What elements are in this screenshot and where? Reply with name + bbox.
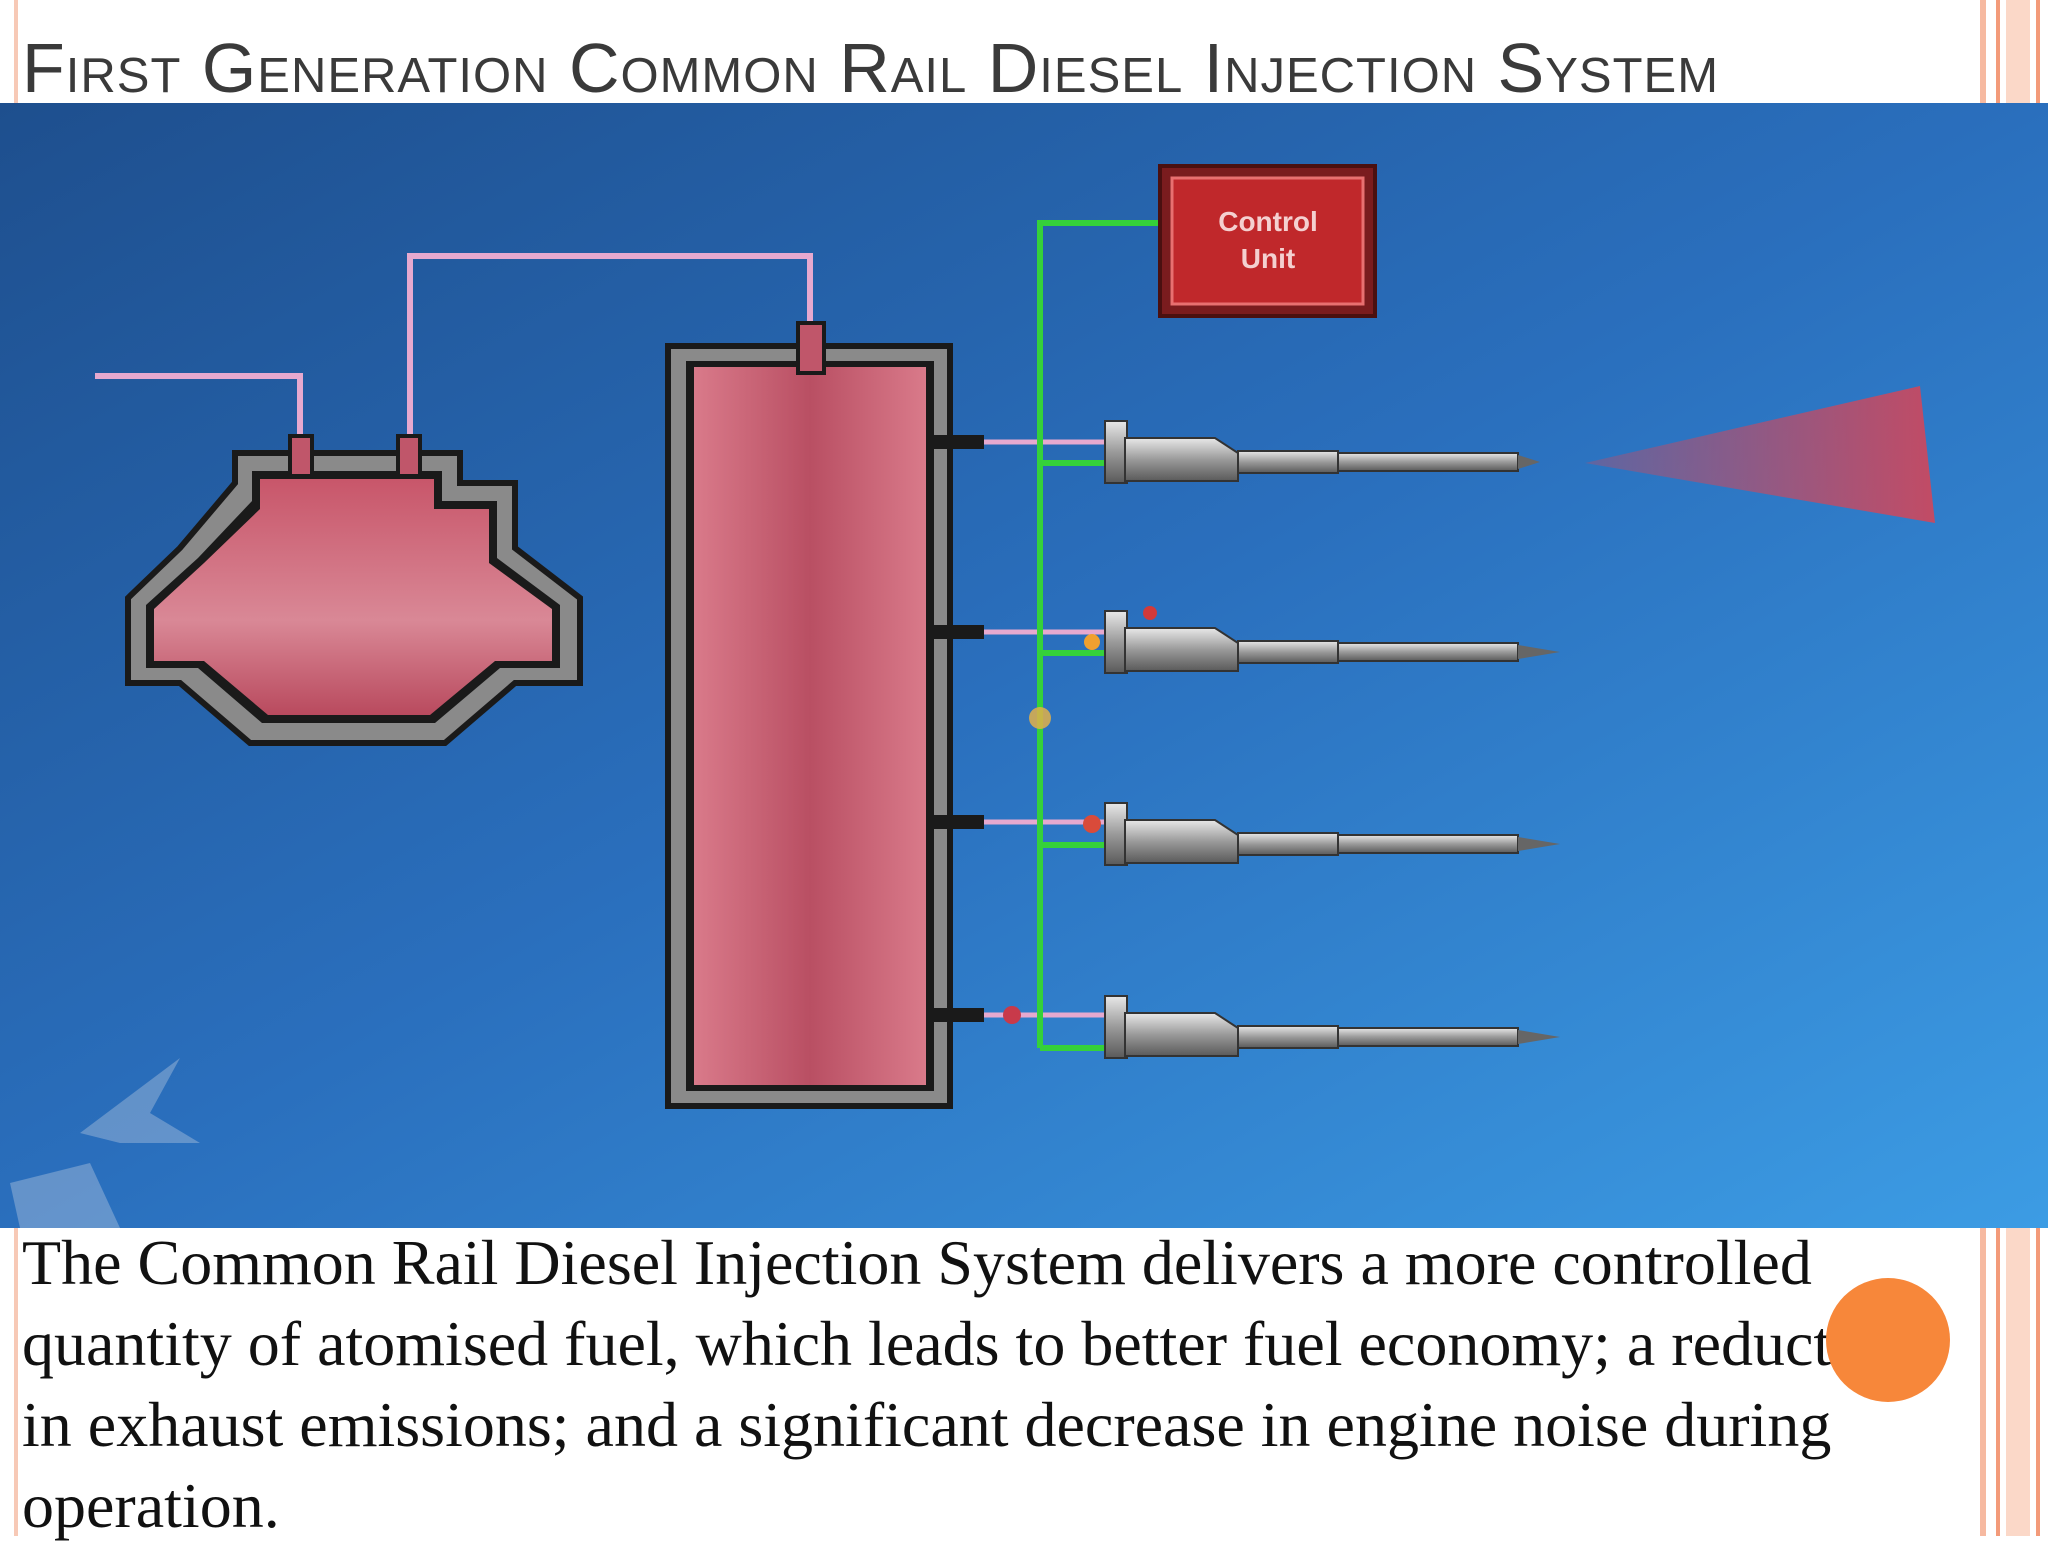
injector-2: [1084, 606, 1560, 674]
decorative-orange-circle: [1826, 1278, 1950, 1402]
fuel-spray-cone: [1585, 386, 1935, 523]
injector-1: [1104, 420, 1540, 484]
signal-pulse-dot: [1029, 707, 1051, 729]
fuel-supply-line: [95, 253, 813, 443]
slide-title: First Generation Common Rail Diesel Inje…: [22, 29, 1720, 107]
common-rail: [665, 321, 953, 1109]
high-pressure-pump: [125, 434, 583, 746]
slide-body-text: The Common Rail Diesel Injection System …: [22, 1227, 1913, 1541]
control-unit-label-1: Control: [1218, 206, 1318, 237]
common-rail-diagram: Control Unit: [0, 103, 2048, 1228]
control-signal-wiring: [1037, 220, 1170, 1051]
watermark-logo: [10, 1058, 200, 1228]
control-unit-label-2: Unit: [1241, 243, 1295, 274]
injector-3: [1083, 802, 1560, 866]
control-unit: Control Unit: [1158, 164, 1377, 318]
injector-4: [1003, 995, 1560, 1059]
